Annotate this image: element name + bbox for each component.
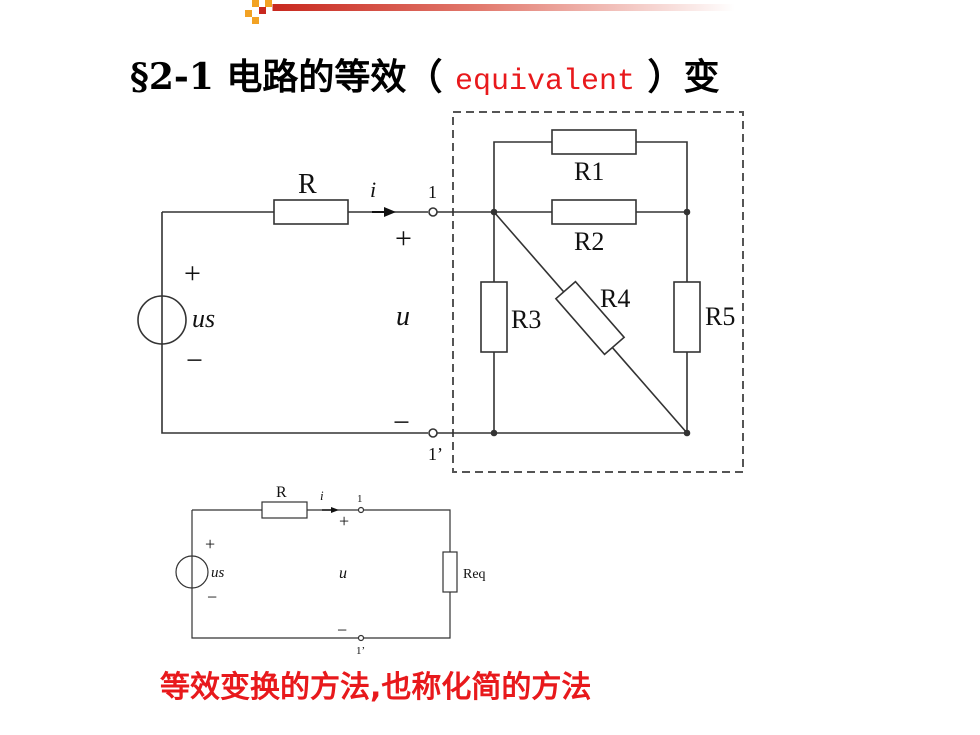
label-current-i: i [370, 177, 376, 202]
logo-square [245, 10, 252, 17]
eq-current-arrowhead [331, 507, 339, 513]
eq-label-current-i: i [320, 488, 324, 503]
wire-left [161, 212, 428, 434]
label-source-plus: + [184, 257, 201, 290]
logo-square [259, 7, 266, 14]
label-R2: R2 [574, 227, 604, 256]
logo-square [252, 0, 259, 7]
title-keyword: equivalent [454, 65, 635, 99]
label-R: R [298, 169, 317, 200]
node [490, 208, 498, 216]
resistor-R3 [480, 281, 508, 353]
node [683, 429, 691, 437]
network-dashed-box [452, 111, 744, 473]
eq-wires [191, 509, 451, 639]
eq-label-source-plus: + [205, 534, 215, 554]
label-R1: R1 [574, 157, 604, 186]
eq-label-terminal-1-prime: 1’ [356, 645, 365, 657]
title-suffix: ）变 [634, 56, 720, 98]
label-R3: R3 [511, 305, 541, 334]
page-title: §2-1 电路的等效（ equivalent ）变 [130, 48, 720, 100]
eq-label-Req: Req [463, 567, 486, 582]
eq-resistor-Req [442, 551, 458, 593]
eq-label-terminal-1: 1 [357, 493, 363, 505]
label-source-us: us [192, 304, 215, 333]
eq-label-R: R [276, 484, 287, 501]
resistor-R1 [551, 129, 637, 155]
label-terminal-1: 1 [428, 182, 437, 202]
logo-square [252, 17, 259, 24]
label-R4: R4 [600, 284, 630, 313]
logo-square [265, 0, 272, 7]
label-terminal-1-prime: 1’ [428, 444, 443, 464]
eq-resistor-R [261, 501, 308, 519]
label-source-minus: − [186, 344, 203, 377]
eq-label-source-us: us [211, 565, 225, 581]
subtitle-text: 等效变换的方法,也称化简的方法 [160, 670, 592, 705]
eq-terminal-1-prime [357, 634, 365, 642]
eq-label-voltage-minus: − [337, 620, 347, 640]
title-prefix: §2-1 电路的等效（ [130, 56, 455, 98]
label-voltage-u: u [396, 301, 410, 332]
node [683, 208, 691, 216]
header-gradient-bar [272, 4, 735, 11]
label-voltage-minus: − [393, 406, 410, 439]
eq-label-voltage-u: u [339, 565, 347, 582]
current-arrowhead [384, 207, 396, 217]
eq-label-source-minus: − [207, 587, 217, 607]
header-decoration [245, 0, 735, 24]
label-R5: R5 [705, 302, 735, 331]
resistor-R5 [673, 281, 701, 353]
label-voltage-plus: + [395, 222, 412, 255]
node [490, 429, 498, 437]
eq-label-voltage-plus: + [339, 511, 349, 531]
resistor-R [273, 199, 349, 225]
resistor-R4 [554, 280, 626, 356]
eq-terminal-1 [357, 506, 365, 514]
resistor-R2 [551, 199, 637, 225]
